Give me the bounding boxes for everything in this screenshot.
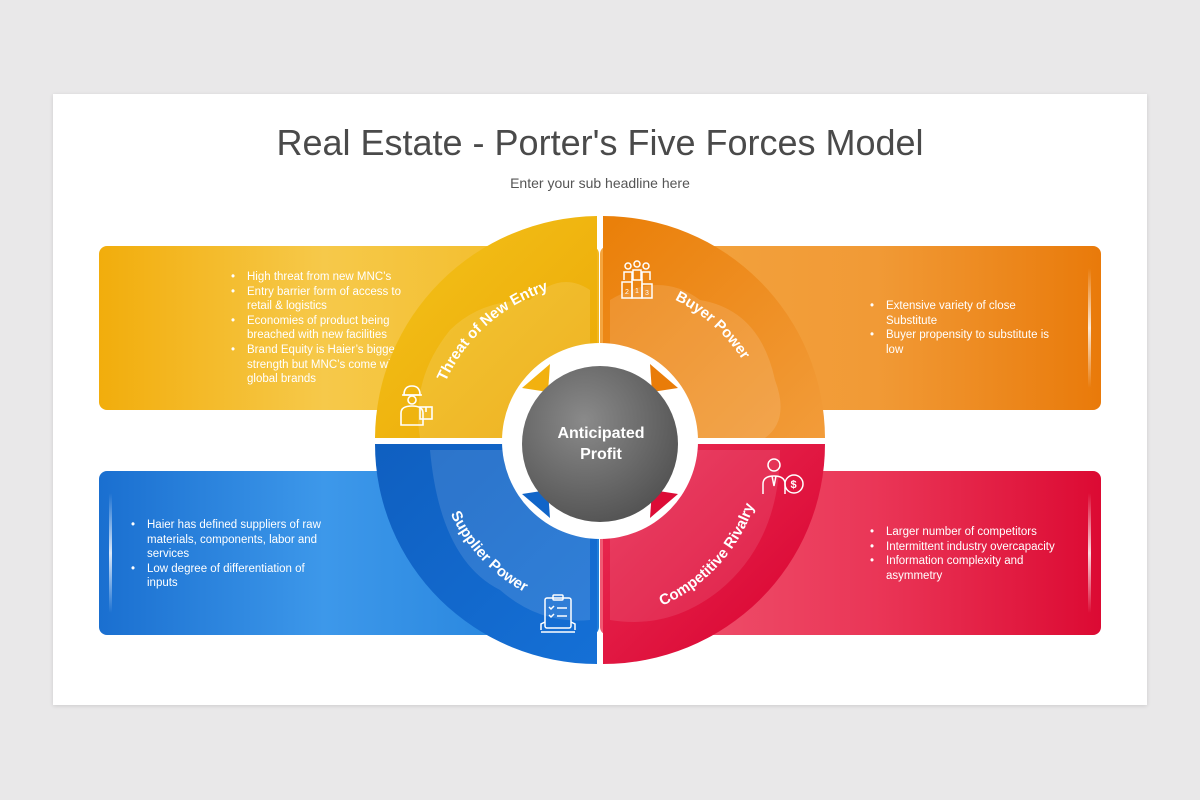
panel-gloss: [1088, 493, 1091, 613]
bullet-list-supplier-power: Haier has defined suppliers of raw mater…: [127, 518, 327, 591]
slide-subtitle: Enter your sub headline here: [510, 175, 690, 191]
bullet-item: Entry barrier form of access to retail &…: [227, 285, 409, 314]
center-label-line1: Anticipated: [557, 425, 645, 442]
bullet-item: Intermittent industry overcapacity: [866, 540, 1066, 555]
bullet-item: Information complexity and asymmetry: [866, 554, 1066, 583]
panel-gloss: [109, 493, 112, 613]
center-disc: [522, 366, 678, 522]
slide-title: Real Estate - Porter's Five Forces Model: [276, 122, 924, 163]
bullet-item: High threat from new MNC’s: [227, 270, 409, 285]
center-label-line2: Profit: [580, 446, 622, 463]
arrow-marker: [522, 364, 550, 392]
worker-with-box-icon: [400, 385, 433, 426]
bullet-item: Larger number of competitors: [866, 525, 1066, 540]
svg-text:3: 3: [645, 290, 649, 297]
bullet-item: Haier has defined suppliers of raw mater…: [127, 518, 327, 562]
svg-text:2: 2: [625, 289, 629, 296]
bullet-list-buyer-power: Extensive variety of close Substitute Bu…: [866, 299, 1066, 357]
bullet-list-competitive-rivalry: Larger number of competitors Intermitten…: [866, 525, 1066, 583]
svg-text:1: 1: [635, 288, 639, 295]
center-label: Anticipated Profit: [523, 366, 679, 522]
bullet-item: Economies of product being breached with…: [227, 314, 409, 343]
podium-people-icon: 2 1 3: [621, 260, 653, 299]
businessman-dollar-icon: $: [762, 458, 804, 494]
bullet-item: Brand Equity is Haier’s biggest strength…: [227, 343, 409, 387]
bullet-item: Extensive variety of close Substitute: [866, 299, 1066, 328]
panel-gloss: [1088, 268, 1091, 388]
arrow-marker: [650, 364, 678, 392]
bullet-item: Low degree of differentiation of inputs: [127, 562, 327, 591]
bullet-list-threat-of-new-entry: High threat from new MNC’s Entry barrier…: [227, 270, 409, 387]
bullet-item: Buyer propensity to substitute is low: [866, 328, 1066, 357]
svg-text:$: $: [791, 479, 797, 491]
checklist-clipboard-icon: [540, 594, 576, 633]
